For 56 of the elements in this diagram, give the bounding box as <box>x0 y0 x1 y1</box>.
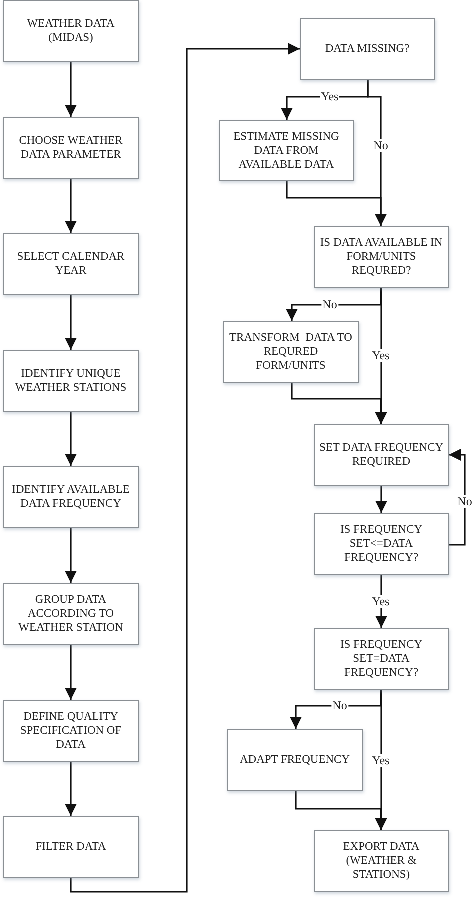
process-box <box>3 816 139 878</box>
process-box <box>3 583 139 645</box>
process-box <box>3 233 139 295</box>
step-text: EXPORT DATA (WEATHER & STATIONS) <box>342 840 421 882</box>
edge-label: No <box>332 700 348 712</box>
step-text: IS FREQUENCY SET=DATA FREQUENCY? <box>339 638 424 680</box>
edge-label: Yes <box>371 754 391 768</box>
process-box <box>314 628 449 690</box>
arrow <box>286 288 382 321</box>
step-text: CHOOSE WEATHER DATA PARAMETER <box>18 134 124 162</box>
arrow <box>65 295 77 350</box>
arrow <box>286 181 387 226</box>
process-box <box>314 513 449 575</box>
process-box <box>314 226 449 288</box>
process-box <box>223 321 359 383</box>
step-text: ADAPT FREQUENCY <box>240 753 350 767</box>
arrow <box>376 575 388 628</box>
process-box <box>219 120 354 181</box>
step-text: GROUP DATA ACCORDING TO WEATHER STATION <box>18 593 124 635</box>
arrow <box>449 449 466 546</box>
process-box <box>314 830 449 892</box>
arrow <box>290 690 382 729</box>
arrow <box>65 412 77 466</box>
process-box <box>300 18 435 80</box>
edge-label: No <box>372 140 390 152</box>
process-box <box>3 117 139 179</box>
arrow <box>70 43 300 893</box>
process-box <box>314 424 449 486</box>
step-text: DATA MISSING? <box>325 42 410 56</box>
step-text: FILTER DATA <box>36 840 106 854</box>
process-box <box>3 350 139 412</box>
step-text: IDENTIFY UNIQUE WEATHER STATIONS <box>14 367 128 395</box>
step-text: ESTIMATE MISSING DATA FROM AVAILABLE DATA <box>232 130 340 172</box>
step-text: DEFINE QUALITY SPECIFICATION OF DATA <box>19 710 123 752</box>
arrow <box>65 645 77 700</box>
edge-label: No <box>456 496 474 508</box>
step-text: IDENTIFY AVAILABLE DATA FREQUENCY <box>11 483 131 511</box>
process-box <box>227 729 363 791</box>
step-text: IS DATA AVAILABLE IN FORM/UNITS REQURED? <box>319 236 444 278</box>
process-box <box>3 0 139 62</box>
arrow <box>65 528 77 583</box>
step-text: SET DATA FREQUENCY REQUIRED <box>319 441 444 469</box>
arrow <box>65 62 77 117</box>
step-text: SELECT CALENDAR YEAR <box>16 250 126 278</box>
step-text: IS FREQUENCY SET<=DATA FREQUENCY? <box>339 523 424 565</box>
edge-label: Yes <box>371 350 391 362</box>
arrow <box>376 486 388 513</box>
arrow <box>65 762 77 816</box>
process-box <box>3 700 139 762</box>
edge-label: Yes <box>320 90 340 104</box>
step-text: TRANSFORM DATA TO REQURED FORM/UNITS <box>228 331 354 373</box>
edge-label: No <box>322 298 338 312</box>
arrow <box>65 179 77 233</box>
step-text: WEATHER DATA (MIDAS) <box>26 17 116 45</box>
edge-label: Yes <box>371 596 391 608</box>
process-box <box>3 466 139 528</box>
